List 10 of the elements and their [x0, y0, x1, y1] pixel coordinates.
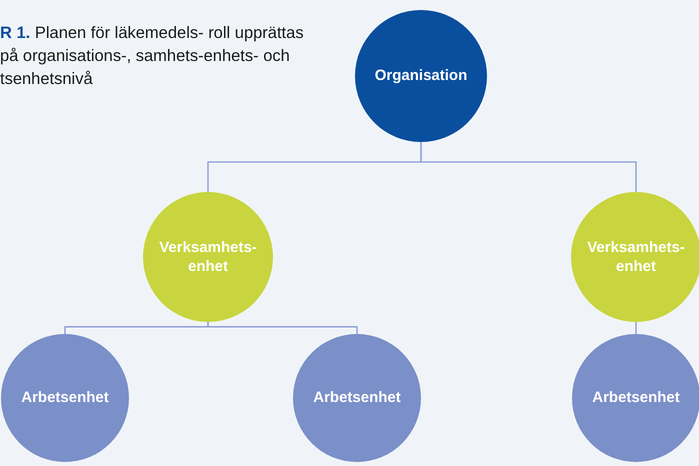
connector-line — [420, 142, 637, 192]
unit-label: Arbetsenhet — [592, 388, 680, 408]
unit-label: Organisation — [374, 66, 468, 86]
unit-label: Verksamhets- enhet — [586, 238, 686, 276]
unit-label: Arbetsenhet — [21, 388, 109, 408]
figure-caption: R 1. Planen för läkemedels- roll upprättas på organisations-, samhets-enhets- och tsenhetsnivå — [0, 23, 305, 90]
connector-line — [635, 322, 637, 334]
connector-line — [207, 322, 358, 334]
unit-label: Arbetsenhet — [313, 388, 401, 408]
unit-label: Verksamhets- enhet — [158, 238, 258, 276]
